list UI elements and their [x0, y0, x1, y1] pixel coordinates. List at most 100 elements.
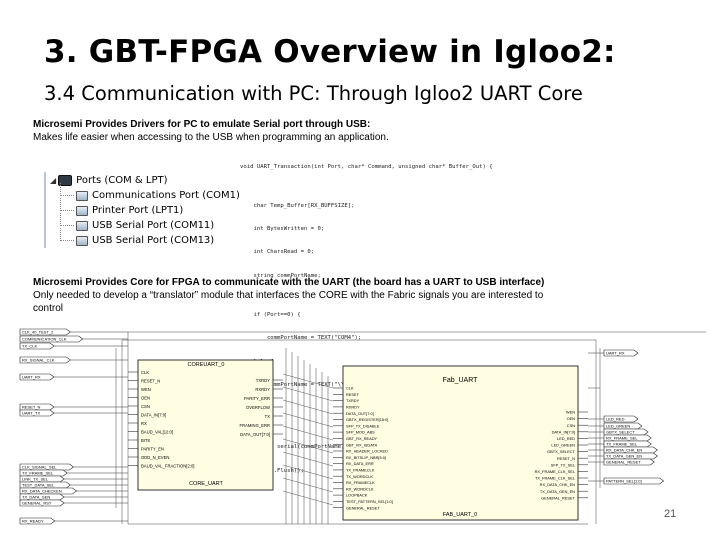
core-uart-output-pin: OVERFLOW — [246, 405, 270, 410]
input-port-label: RX_SIGNAL_CLK — [22, 358, 55, 363]
wire — [282, 373, 334, 389]
core-text-block: Microsemi Provides Core for FPGA to comm… — [33, 276, 553, 315]
core-description: Only needed to develop a “translator” mo… — [33, 290, 544, 314]
output-port-label: PATTERN_SEL[1:0] — [606, 479, 642, 484]
fab-uart-input-pin: SFP_TX_DISABLE — [346, 423, 380, 428]
core-uart-input-pin: DATA_IN[7:0] — [141, 412, 166, 417]
wire — [282, 438, 334, 454]
core-uart-input-pin: BAUD_VAL_FRACTION[2:0] — [141, 463, 194, 468]
fab-uart-output-pin: GENERAL_RESET — [541, 495, 575, 500]
device-manager-panel: ◢ Ports (COM & LPT) Communications Port … — [44, 172, 240, 248]
fab-uart-output-pin: LED_GREEN — [551, 443, 575, 448]
port-icon — [76, 190, 88, 201]
input-port-label: TX_DATA_GEN — [22, 495, 50, 500]
output-port-label: RX_FRAME_SEL — [606, 436, 638, 441]
port-icon — [76, 235, 88, 246]
core-uart-input-pin: RESET_N — [141, 378, 160, 383]
fab-uart-input-pin: LOOPBACK — [346, 493, 368, 498]
input-port-label: COMMUNICATION_CLK — [22, 337, 67, 342]
device-tree-item: USB Serial Port (COM11) — [60, 213, 214, 232]
device-tree-item: Printer Port (LPT1) — [60, 198, 184, 217]
fab-uart-output-pin: CSN — [567, 423, 575, 428]
output-port-flag — [603, 446, 658, 454]
fab-uart-output-pin: RX_FRAME_CLK_SEL — [535, 469, 576, 474]
port-connector-icon — [58, 175, 73, 186]
output-port-label: GBTX_SELECT — [606, 430, 635, 435]
input-port-flag — [19, 487, 77, 495]
code-line: int BytesWritten = 0; — [240, 225, 325, 232]
fab-uart-input-pin: SFP_MOD_ABS — [346, 430, 375, 435]
core-uart-output-pin: TXRDY — [256, 378, 270, 383]
fab-uart-footer: FAB_UART_0 — [443, 512, 477, 518]
fab-uart-output-pin: OEN — [567, 416, 576, 421]
wire — [282, 399, 334, 415]
output-port-flag — [603, 458, 655, 466]
schematic-wires — [54, 331, 706, 525]
wire — [282, 464, 334, 480]
core-heading: Microsemi Provides Core for FPGA to comm… — [33, 277, 545, 288]
output-port-label: LED_RED — [606, 417, 625, 422]
fab-uart-input-pin: TX_WORDCLK — [346, 474, 373, 479]
core-uart-output-pin: PARITY_ERR — [244, 396, 270, 401]
device-label: USB Serial Port (COM13) — [92, 235, 215, 246]
slide-subtitle: 3.4 Communication with PC: Through Igloo… — [44, 82, 583, 105]
fab-uart-output-pin: RX_DATA_CHK_EN — [540, 482, 576, 487]
core-uart-input-pin: WEN — [141, 387, 151, 392]
core-uart-input-pin: RX — [141, 421, 147, 426]
fab-uart-input-pin: GBTX_REGISTER[15:0] — [346, 417, 388, 422]
fab-uart-input-pin: RX_DATA_ERR — [346, 461, 374, 466]
core-uart-input-pin: CSN — [141, 404, 150, 409]
drivers-text-block: Microsemi Provides Drivers for PC to emu… — [33, 118, 553, 144]
device-label: Printer Port (LPT1) — [92, 205, 184, 216]
code-line: int CharsRead = 0; — [240, 249, 315, 256]
fab-uart-output-pin: TX_FRAME_CLK_SEL — [535, 476, 576, 481]
code-line: Serial.Flush(); — [253, 467, 304, 474]
fab-uart-input-pin: RXRDY — [346, 405, 360, 410]
input-port-label: GENERAL_RST — [22, 501, 52, 506]
core-uart-input-pin: CLK — [141, 370, 149, 375]
slide-title: 3. GBT-FPGA Overview in Igloo2: — [44, 34, 616, 70]
fab-uart-input-pin: TX_FRAMECLK — [346, 468, 375, 473]
output-port-label: TX_DATA_GEN_EN — [606, 454, 642, 459]
fab-uart-input-pin: CLK — [346, 386, 354, 391]
output-port-flag — [603, 349, 639, 357]
core-uart-output-pin: DATA_OUT[7:0] — [240, 432, 270, 437]
input-port-flag — [19, 493, 65, 501]
fab-uart-output-pin: SFP_TX_SEL — [551, 462, 576, 467]
fab-uart-input-pin: TEST_PATTERN_SEL[1:0] — [346, 499, 393, 504]
input-port-label: CLK_40_TEST_2 — [22, 330, 54, 335]
wire — [282, 386, 334, 402]
fab-uart-header: Fab_UART — [443, 377, 479, 384]
input-port-flag — [19, 481, 71, 489]
uart-schematic-diagram: COREUART_0 CORE_UART CLKRESET_NWENOENCSN… — [19, 328, 706, 525]
fab-uart-input-pin: RX_BITSLIP_NBR[5:0] — [346, 455, 386, 460]
drivers-description: Makes life easier when accessing to the … — [33, 132, 389, 143]
device-tree-item: Communications Port (COM1) — [60, 183, 240, 202]
input-port-flag — [19, 499, 65, 507]
code-line: commPortName = TEXT("COM4"); — [240, 335, 362, 342]
wire — [282, 412, 334, 428]
output-port-flag — [603, 415, 639, 423]
output-port-flag — [603, 434, 652, 442]
output-port-flag — [603, 440, 652, 448]
input-port-flag — [19, 463, 74, 471]
core-uart-input-pin: BIT8 — [141, 438, 151, 443]
fab-uart-input-pin: RESET — [346, 392, 360, 397]
port-icon — [76, 220, 88, 231]
input-port-flag — [19, 403, 55, 411]
input-port-flag — [19, 342, 55, 350]
fab-uart-input-pin: TXRDY — [346, 398, 360, 403]
output-port-flag — [603, 422, 643, 430]
fab-uart-input-pin: RX_FRAMECLK — [346, 480, 375, 485]
output-port-label: UART_RX — [606, 351, 625, 356]
input-port-label: CLK_SIGNAL_SEL — [22, 465, 57, 470]
fab-uart-input-pin: RX_HEADER_LOCKED — [346, 449, 388, 454]
input-port-flag — [19, 373, 55, 381]
output-port-label: LED_GREEN — [606, 424, 630, 429]
wire — [282, 451, 334, 467]
core-uart-input-pin: PARITY_EN — [141, 446, 164, 451]
collapse-arrow-icon: ◢ — [50, 176, 57, 185]
code-line: char Temp_Buffer[RX_BUFFSIZE]; — [240, 202, 355, 209]
input-port-flag — [19, 469, 68, 477]
output-port-flag — [603, 477, 665, 485]
